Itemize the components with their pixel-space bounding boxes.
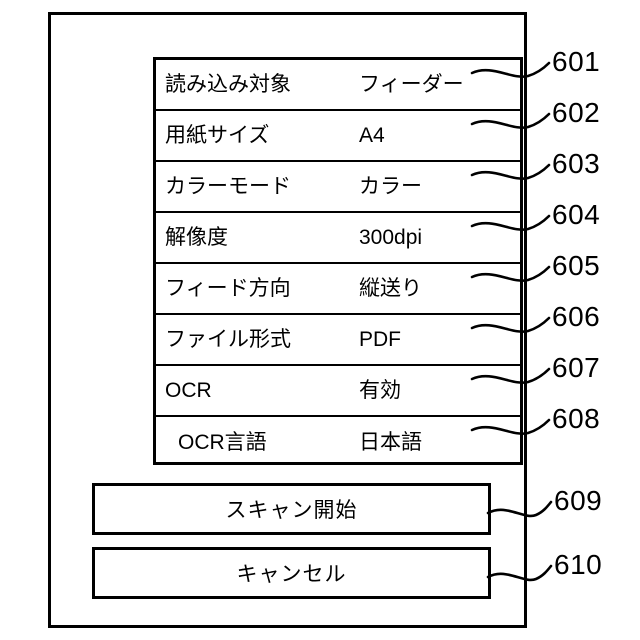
setting-label: 読み込み対象 <box>165 73 291 96</box>
reference-numeral-603: 603 <box>552 148 601 179</box>
setting-row-scan-source[interactable]: 読み込み対象 フィーダー <box>156 60 520 111</box>
setting-label: ファイル形式 <box>165 328 291 351</box>
setting-value: 有効 <box>359 379 401 402</box>
setting-row-ocr-language[interactable]: OCR言語 日本語 <box>156 417 520 468</box>
scan-settings-table: 読み込み対象 フィーダー 用紙サイズ A4 カラーモード カラー 解像度 300… <box>153 57 523 465</box>
setting-value: 日本語 <box>359 431 422 454</box>
reference-numeral-602: 602 <box>552 97 601 128</box>
setting-label: カラーモード <box>165 175 291 198</box>
reference-numeral-608: 608 <box>552 403 601 434</box>
scan-start-button-label: スキャン開始 <box>225 499 358 522</box>
setting-value: A4 <box>359 124 385 147</box>
reference-numeral-605: 605 <box>552 250 601 281</box>
setting-value: PDF <box>359 328 401 351</box>
setting-label: OCR言語 <box>178 431 267 454</box>
cancel-button[interactable]: キャンセル <box>92 547 491 599</box>
reference-numeral-610: 610 <box>554 549 603 580</box>
cancel-button-label: キャンセル <box>236 563 347 586</box>
reference-numeral-604: 604 <box>552 199 601 230</box>
setting-label: 用紙サイズ <box>165 124 270 147</box>
setting-label: OCR <box>165 379 212 402</box>
setting-label: フィード方向 <box>165 277 291 300</box>
reference-numeral-601: 601 <box>552 46 601 77</box>
setting-row-resolution[interactable]: 解像度 300dpi <box>156 213 520 264</box>
setting-value: 300dpi <box>359 226 423 249</box>
setting-row-paper-size[interactable]: 用紙サイズ A4 <box>156 111 520 162</box>
scan-start-button[interactable]: スキャン開始 <box>92 483 491 535</box>
setting-row-color-mode[interactable]: カラーモード カラー <box>156 162 520 213</box>
device-screen-frame: 読み込み対象 フィーダー 用紙サイズ A4 カラーモード カラー 解像度 300… <box>48 12 527 628</box>
setting-label: 解像度 <box>165 226 228 249</box>
setting-value: カラー <box>359 175 422 198</box>
reference-numeral-609: 609 <box>554 485 603 516</box>
setting-row-file-format[interactable]: ファイル形式 PDF <box>156 315 520 366</box>
setting-value: フィーダー <box>359 73 464 96</box>
reference-numeral-606: 606 <box>552 301 601 332</box>
setting-row-ocr[interactable]: OCR 有効 <box>156 366 520 417</box>
reference-numeral-607: 607 <box>552 352 601 383</box>
setting-row-feed-direction[interactable]: フィード方向 縦送り <box>156 264 520 315</box>
setting-value: 縦送り <box>359 277 422 300</box>
